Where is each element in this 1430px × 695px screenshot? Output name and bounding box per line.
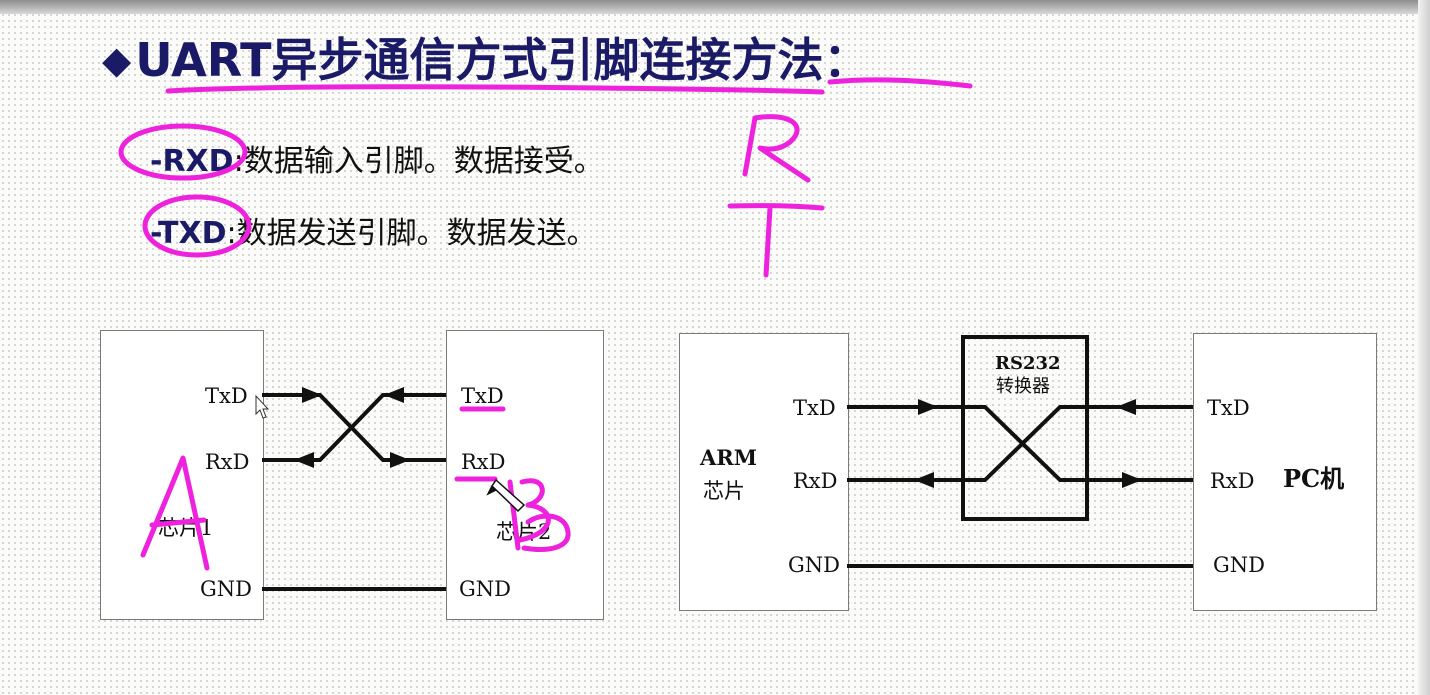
arm-gnd-label: GND — [788, 553, 840, 577]
chip1-rxd-label: RxD — [205, 450, 250, 474]
left-arrowheads — [294, 387, 410, 468]
chip1-box — [100, 330, 264, 620]
window-top-bar — [0, 0, 1430, 14]
bullet-rxd-text: :数据输入引脚。数据接受。 — [233, 144, 604, 179]
arm-name-line1: ARM — [700, 445, 757, 470]
chip2-txd-label: TxD — [461, 384, 504, 408]
pen-cursor-icon — [486, 478, 526, 513]
arrow-chip1-rxd — [294, 452, 314, 468]
mouse-pointer-icon — [255, 394, 270, 419]
chip2-box — [446, 330, 604, 620]
bullet-txd: -TXD:数据发送引脚。数据发送。 — [150, 208, 597, 252]
pc-gnd-label: GND — [1213, 553, 1265, 577]
arrow-chip2-txd — [384, 387, 404, 403]
right-arrowheads — [914, 399, 1142, 488]
chip2-rxd-label: RxD — [461, 450, 506, 474]
converter-label-line1: RS232 — [995, 353, 1061, 374]
wire-pc-txd-to-arm-rxd — [847, 405, 1193, 482]
arrow-chip1-txd — [302, 387, 322, 403]
arm-rxd-label: RxD — [793, 469, 838, 493]
chip2-gnd-label: GND — [459, 577, 511, 601]
chip1-gnd-label: GND — [200, 577, 252, 601]
arrow-chip2-rxd — [390, 452, 410, 468]
handwriting — [118, 77, 973, 571]
arm-chip-box — [679, 333, 849, 611]
title-underline-ink-2 — [827, 77, 973, 89]
chip1-txd-label: TxD — [205, 384, 248, 408]
arrow-arm-txd — [918, 399, 938, 415]
arm-name-line2: 芯片 — [703, 479, 745, 503]
left-wires — [262, 393, 446, 591]
pc-name-label: PC机 — [1283, 464, 1345, 493]
r-letter-ink — [742, 114, 811, 183]
chip2-circle-ink — [521, 513, 571, 552]
window-right-edge — [1418, 0, 1430, 695]
rxd-circle-ink — [118, 123, 248, 181]
arm-txd-label: TxD — [793, 396, 836, 420]
bullet-txd-text: :数据发送引脚。数据发送。 — [226, 216, 597, 251]
pc-rxd-label: RxD — [1210, 469, 1255, 493]
t-letter-ink — [727, 203, 825, 278]
arrow-pc-txd — [1116, 399, 1136, 415]
slide-title: ◆UART异步通信方式引脚连接方法： — [102, 28, 870, 92]
pc-txd-label: TxD — [1207, 396, 1250, 420]
arrow-pc-rxd — [1122, 472, 1142, 488]
a-letter-ink — [140, 455, 210, 571]
diamond-bullet-icon: ◆ — [102, 38, 132, 82]
slide-title-text: UART异步通信方式引脚连接方法： — [135, 33, 870, 87]
bullet-rxd: -RXD:数据输入引脚。数据接受。 — [150, 136, 604, 180]
arrow-arm-rxd — [914, 472, 934, 488]
wire-chip2-txd-to-chip1-rxd — [262, 393, 446, 462]
txd-circle-ink — [142, 194, 252, 258]
right-wires — [847, 335, 1193, 568]
converter-label-line2: 转换器 — [996, 376, 1050, 397]
rs232-converter-box — [961, 335, 1089, 521]
pc-box — [1193, 333, 1377, 611]
title-underline-ink — [165, 84, 825, 95]
